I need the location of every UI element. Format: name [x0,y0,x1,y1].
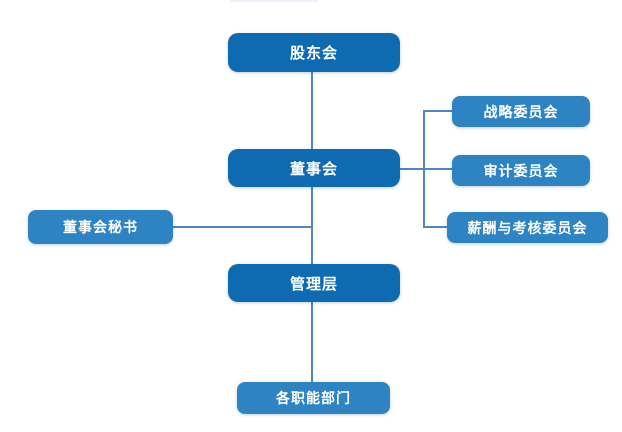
connector-committee-spine [423,110,425,227]
connector-strategy-committee [423,110,452,112]
node-board-of-directors: 董事会 [228,149,400,187]
node-strategy-committee-label: 战略委员会 [483,104,559,121]
node-strategy-committee: 战略委员会 [452,96,590,127]
node-secretary-label: 董事会秘书 [63,220,138,236]
node-remuneration-committee-label: 薪酬与考核委员会 [467,220,588,237]
connector-remuneration-committee [423,226,447,228]
node-audit-committee-label: 审计委员会 [483,163,559,180]
top-edge-artifact [230,0,318,2]
node-management: 管理层 [228,264,400,302]
node-shareholders-meeting: 股东会 [228,33,400,72]
connector-board-management [311,187,313,264]
connector-board-committees [400,168,452,170]
node-board-secretary: 董事会秘书 [28,210,173,244]
node-functional-departments: 各职能部门 [237,382,390,414]
node-departments-label: 各职能部门 [276,391,351,407]
node-management-label: 管理层 [289,274,338,293]
connector-shareholders-board [311,72,313,149]
node-board-label: 董事会 [289,159,338,178]
connector-management-departments [311,302,313,382]
connector-board-secretary [173,226,311,228]
node-shareholders-label: 股东会 [289,44,338,62]
node-audit-committee: 审计委员会 [452,155,590,186]
node-remuneration-committee: 薪酬与考核委员会 [447,212,608,243]
